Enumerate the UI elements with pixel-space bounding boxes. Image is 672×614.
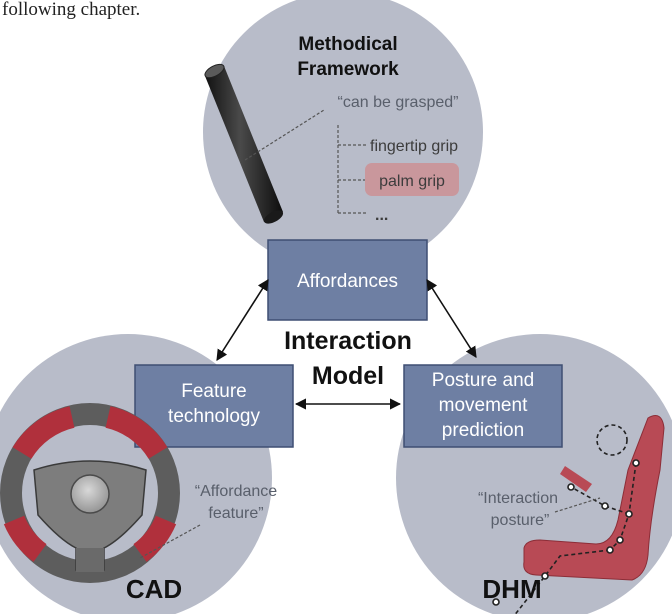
center-title-line2: Model xyxy=(312,362,384,390)
top-cut-text: following chapter. xyxy=(2,0,140,20)
tree-item-ellipsis: ... xyxy=(375,207,388,224)
arrow-affordances-feature xyxy=(216,279,269,361)
affordances-label: Affordances xyxy=(297,271,398,292)
posture-line1: Posture and xyxy=(432,370,534,391)
grasp-connector-line xyxy=(244,109,325,161)
center-title-line1: Interaction xyxy=(284,327,412,355)
steering-column-icon xyxy=(560,466,592,492)
tree-item-palm: palm grip xyxy=(379,173,445,190)
grasp-quote: “can be grasped” xyxy=(338,94,459,111)
affordance-connector-line xyxy=(139,524,201,559)
feature-technology-line2: technology xyxy=(168,406,260,427)
interaction-posture-quote-line1: “Interaction xyxy=(478,490,558,507)
posture-line2: movement xyxy=(439,395,528,416)
affordance-quote-line2: feature” xyxy=(208,505,263,522)
dhm-label: DHM xyxy=(482,574,541,604)
framework-title-line2: Framework xyxy=(297,59,399,80)
posture-line3: prediction xyxy=(442,420,524,441)
feature-technology-line1: Feature xyxy=(181,381,246,402)
feature-technology-box xyxy=(134,364,294,448)
posture-box xyxy=(403,364,563,448)
affordance-quote-line1: “Affordance xyxy=(195,483,278,500)
interaction-posture-connector xyxy=(554,497,601,513)
interaction-posture-quote-line2: posture” xyxy=(491,512,550,529)
arrow-affordances-posture xyxy=(426,279,477,358)
cad-label: CAD xyxy=(126,574,182,604)
manikin-skeleton-icon xyxy=(492,424,640,614)
steering-wheel-icon xyxy=(0,403,180,583)
palm-grip-highlight xyxy=(365,163,459,196)
car-seat-icon xyxy=(523,415,665,581)
framework-title-line1: Methodical xyxy=(298,34,397,55)
cylinder-icon xyxy=(204,63,284,224)
tree-item-fingertip: fingertip grip xyxy=(370,138,458,155)
